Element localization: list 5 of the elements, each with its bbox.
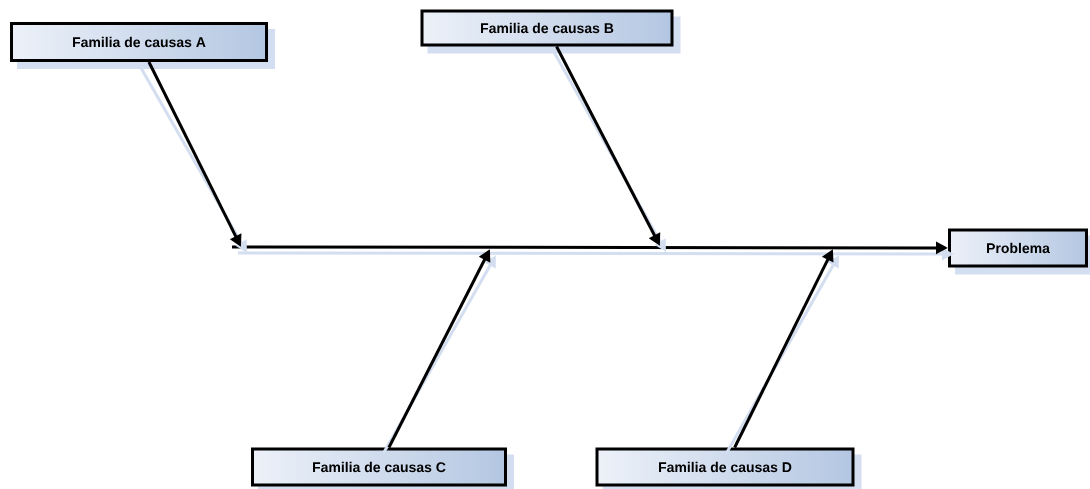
cause-box: Familia de causas D — [595, 447, 862, 489]
cause-box: Familia de causas B — [420, 9, 681, 54]
cause-box: Familia de causas A — [10, 22, 275, 69]
cause-box: Familia de causas C — [251, 447, 514, 489]
cause-box: Problema — [948, 228, 1090, 275]
